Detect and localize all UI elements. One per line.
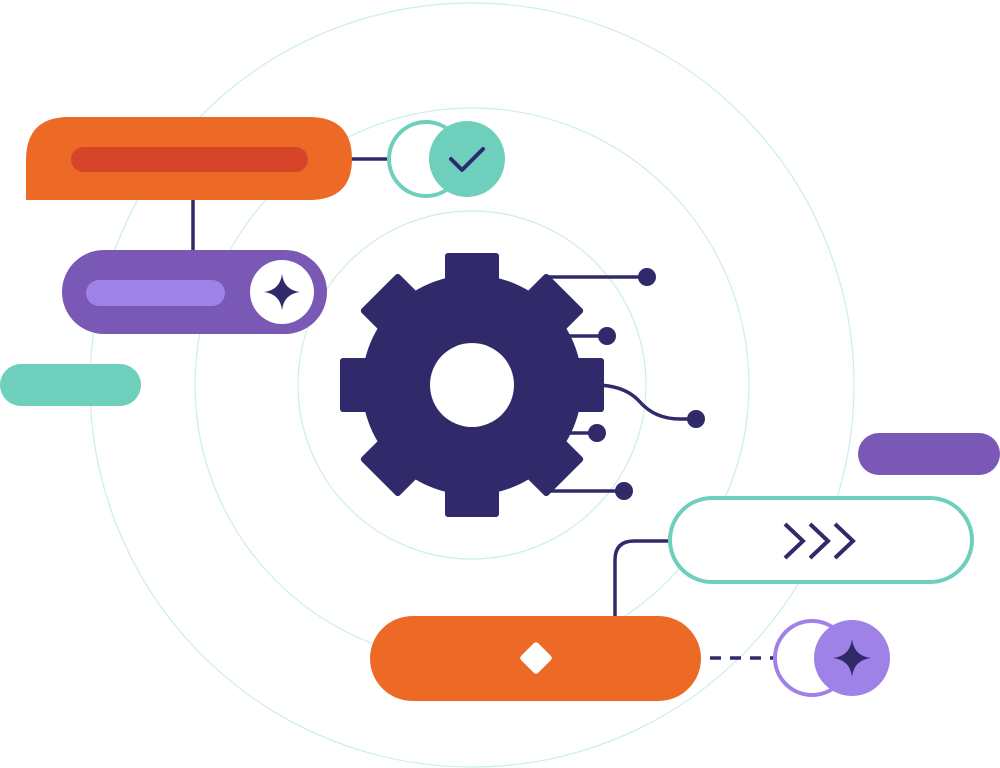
- gear-hole: [430, 343, 514, 427]
- sparkle-badge: [773, 619, 890, 697]
- purple-pill-bar: [86, 280, 225, 306]
- purple-pill-right: [858, 433, 1000, 475]
- check-badge-fill: [429, 121, 505, 197]
- orange-bar-bottom: [370, 616, 701, 701]
- check-badge: [387, 120, 505, 198]
- purple-pill: [62, 250, 327, 334]
- circuit-node-1: [638, 268, 656, 286]
- circuit-nodes: [588, 268, 705, 500]
- circuit-node-3: [687, 410, 705, 428]
- forward-pill: [668, 496, 974, 584]
- circuit-node-5: [615, 482, 633, 500]
- sparkle-icon: [264, 274, 300, 310]
- sparkle-icon: [833, 639, 871, 677]
- circuit-node-2: [598, 327, 616, 345]
- check-icon: [449, 147, 485, 172]
- circuit-node-4: [588, 424, 606, 442]
- gear-icon: [340, 253, 604, 517]
- connectors: [191, 157, 776, 660]
- connector-bar-to-pill: [613, 539, 674, 617]
- circuit-line-3: [594, 383, 695, 421]
- ring-inner: [297, 210, 647, 560]
- orange-card-top-bar: [71, 147, 308, 172]
- triple-chevron-icon: [783, 522, 856, 560]
- teal-pill-left: [0, 364, 141, 406]
- diamond-icon: [520, 642, 552, 674]
- orange-card-top: [26, 117, 352, 200]
